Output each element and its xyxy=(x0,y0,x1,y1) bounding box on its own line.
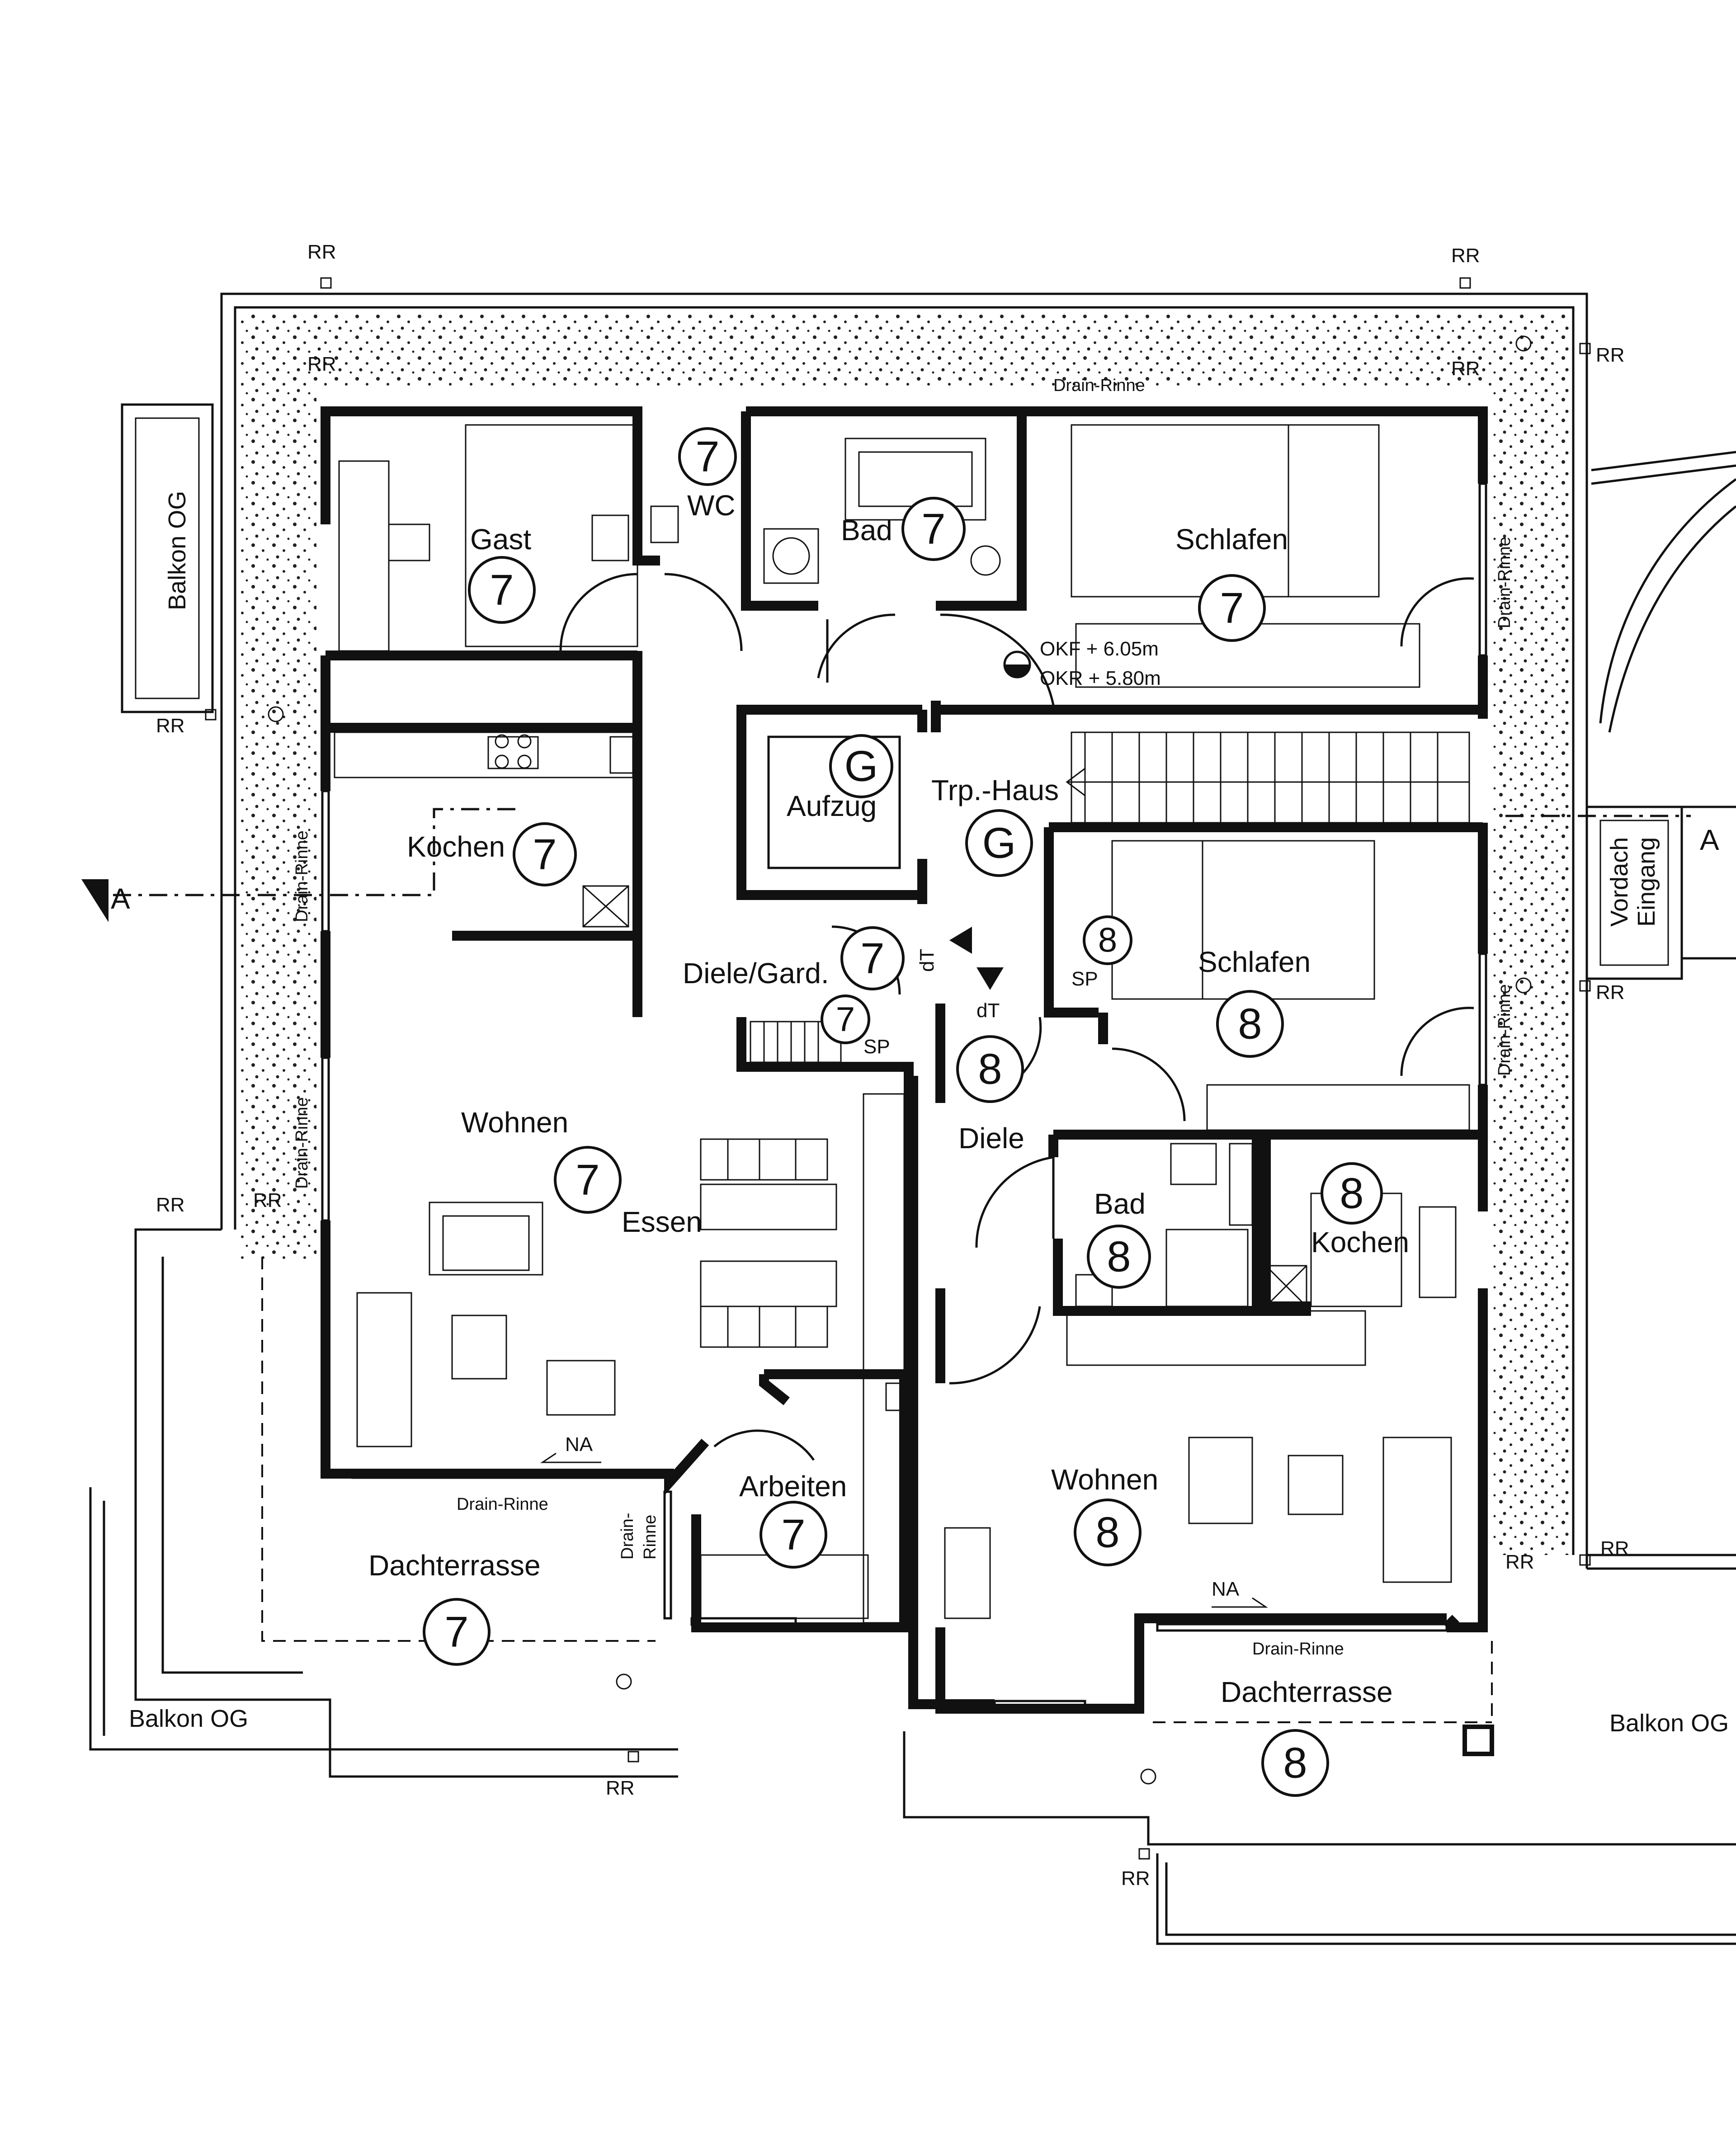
unit-number: 7 xyxy=(1220,584,1244,632)
dt-label: dT xyxy=(976,999,1000,1022)
room-wohnen-8: Wohnen xyxy=(1051,1463,1158,1496)
unit-number: 8 xyxy=(1107,1233,1131,1281)
furniture xyxy=(334,424,1494,1756)
drain-rinne-label: Drain-Rinne xyxy=(292,1097,311,1189)
rr-label: RR xyxy=(1505,1551,1534,1573)
rr-label: RR xyxy=(156,715,185,737)
room-kochen-8: Kochen xyxy=(1311,1226,1409,1258)
unit-number: 8 xyxy=(1340,1169,1363,1218)
rr-label: RR xyxy=(307,241,336,263)
rinne-label: Rinne xyxy=(641,1515,660,1560)
balkon-og-label: Balkon OG xyxy=(164,491,191,610)
room-trp-haus: Trp.-Haus xyxy=(931,774,1059,806)
annotation-labels: RR RR RR RR RR RR RR RR RR RR RR RR RR D… xyxy=(111,241,1729,1890)
drain-rinne-label: Drain-Rinne xyxy=(1495,984,1514,1076)
room-diele: Diele xyxy=(958,1122,1024,1155)
rr-label: RR xyxy=(156,1194,185,1216)
unit-letter: G xyxy=(844,742,878,791)
unit-number: 8 xyxy=(978,1045,1002,1093)
sp-label: SP xyxy=(1071,968,1098,990)
dt-label: dT xyxy=(916,949,938,972)
rr-label: RR xyxy=(1600,1537,1629,1560)
room-labels: Gast WC Bad Schlafen Aufzug Trp.-Haus Ko… xyxy=(368,489,1409,1708)
drain-rinne-label: Drain-Rinne xyxy=(1053,376,1145,395)
room-kochen-7: Kochen xyxy=(407,830,505,863)
room-bad-8: Bad xyxy=(1094,1188,1146,1220)
unit-number: 8 xyxy=(1095,1508,1119,1557)
sp-label: SP xyxy=(863,1036,890,1058)
section-a-left: A xyxy=(111,882,130,915)
na-label: NA xyxy=(1212,1578,1240,1600)
doors xyxy=(559,573,1474,1461)
rr-label: RR xyxy=(1596,981,1625,1004)
drain-rinne-label: Drain-Rinne xyxy=(1252,1640,1344,1659)
terrace-dashed-lines xyxy=(261,1257,1493,1723)
unit-number: 7 xyxy=(921,505,945,553)
rain-outlets xyxy=(205,277,1591,1860)
rr-label: RR xyxy=(253,1189,282,1211)
okf-label: OKF + 6.05m xyxy=(1040,638,1159,660)
rr-label: RR xyxy=(1451,358,1480,380)
rr-label: RR xyxy=(1121,1867,1150,1890)
room-dachterrasse-7: Dachterrasse xyxy=(368,1549,541,1582)
na-label: NA xyxy=(565,1433,593,1456)
outer-outline xyxy=(89,292,1736,1945)
vordach-label: Vordach xyxy=(1606,837,1633,927)
section-line-a xyxy=(81,808,1691,922)
drain-rinne-label: Drain-Rinne xyxy=(292,830,311,922)
section-a-right: A xyxy=(1700,824,1719,856)
rr-label: RR xyxy=(1451,245,1480,267)
unit-number: 7 xyxy=(490,566,514,614)
unit-letter: G xyxy=(982,819,1016,867)
balkon-og-label: Balkon OG xyxy=(129,1705,248,1732)
unit-number: 7 xyxy=(695,433,719,481)
eingang-label: Eingang xyxy=(1633,837,1660,927)
rr-label: RR xyxy=(606,1777,635,1799)
drain-label: Drain- xyxy=(618,1513,637,1560)
room-gast: Gast xyxy=(470,523,531,556)
gravel-strip xyxy=(240,312,1569,1555)
unit-number: 7 xyxy=(576,1156,599,1204)
unit-number: 7 xyxy=(781,1511,805,1559)
drain-rinne-label: Drain-Rinne xyxy=(1495,537,1514,628)
room-dachterrasse-8: Dachterrasse xyxy=(1221,1676,1393,1708)
rr-label: RR xyxy=(307,353,336,375)
okr-label: OKR + 5.80m xyxy=(1040,667,1161,689)
drain-rinne-label: Drain-Rinne xyxy=(457,1495,548,1514)
room-schlafen-7: Schlafen xyxy=(1175,523,1288,556)
room-wc: WC xyxy=(687,489,736,522)
rr-label: RR xyxy=(1596,344,1625,366)
unit-markers: 7 7 7 7 G G 7 7 7 8 8 8 7 8 8 7 8 7 8 xyxy=(423,427,1383,1797)
dt-marker-down xyxy=(976,967,1004,990)
unit-number: 8 xyxy=(1098,921,1117,960)
room-wohnen-7: Wohnen xyxy=(461,1106,568,1139)
walls xyxy=(321,406,1488,1714)
unit-number: 8 xyxy=(1238,1000,1262,1048)
unit-number: 7 xyxy=(836,1000,855,1039)
unit-number: 7 xyxy=(860,934,884,983)
level-marker xyxy=(1003,650,1031,679)
room-essen: Essen xyxy=(622,1206,702,1238)
unit-number: 8 xyxy=(1283,1739,1307,1787)
room-bad-7: Bad xyxy=(841,514,892,547)
room-arbeiten: Arbeiten xyxy=(739,1470,847,1503)
room-schlafen-8: Schlafen xyxy=(1198,946,1311,978)
balkon-og-label: Balkon OG xyxy=(1609,1710,1729,1737)
dt-marker-left xyxy=(949,927,972,954)
unit-number: 7 xyxy=(444,1608,468,1656)
room-diele-gard: Diele/Gard. xyxy=(683,957,829,990)
unit-number: 7 xyxy=(533,830,557,879)
windows xyxy=(321,407,1487,1709)
